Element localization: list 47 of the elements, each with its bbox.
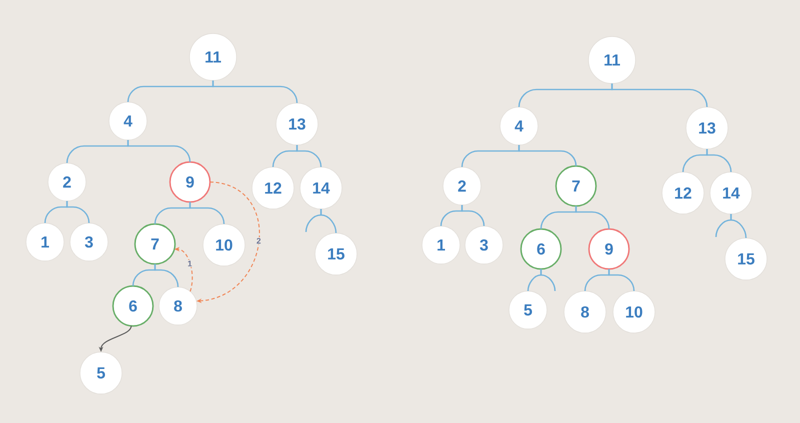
tree-branch	[611, 84, 708, 108]
tree-node: 9	[588, 228, 630, 270]
tree-node: 13	[276, 102, 318, 146]
tree-branch	[575, 206, 610, 230]
tree-node: 5	[508, 290, 548, 330]
tree-node: 12	[662, 172, 704, 214]
tree-node: 9	[169, 161, 211, 203]
tree-node: 1	[26, 222, 64, 262]
tree-branch	[706, 149, 732, 172]
tree-node: 10	[202, 224, 246, 266]
tree-branch	[320, 209, 337, 234]
tree-node: 2	[48, 162, 86, 202]
tree-branch	[189, 202, 225, 224]
tree-branch	[212, 80, 298, 104]
tree-node: 2	[442, 166, 482, 206]
tree-node: 13	[686, 106, 728, 150]
tree-node: 10	[612, 290, 656, 334]
tree-node: 3	[464, 226, 504, 264]
tree-node: 14	[710, 172, 752, 214]
edge-label: 2	[256, 237, 262, 244]
tree-branch	[461, 205, 485, 226]
tree-node: 14	[300, 166, 342, 210]
tree-node: 6	[112, 285, 154, 327]
tree-node: 12	[252, 166, 294, 210]
tree-node: 1	[422, 226, 460, 264]
tree-node: 3	[70, 222, 108, 262]
tree-node: 15	[314, 232, 358, 276]
tree-node: 7	[134, 223, 176, 265]
tree-branch	[608, 269, 635, 292]
tree-branch	[730, 214, 747, 238]
tree-branch	[154, 264, 179, 288]
tree-node: 8	[158, 286, 198, 326]
tree-branch	[518, 145, 577, 166]
edge-label: 1	[186, 260, 193, 268]
tree-node: 15	[724, 238, 768, 280]
tree-node: 4	[500, 106, 538, 146]
tree-branch	[540, 269, 556, 292]
tree-node: 5	[80, 352, 122, 394]
tree-node: 11	[189, 33, 237, 81]
tree-branch	[296, 145, 322, 168]
tree-node: 6	[520, 228, 562, 270]
tree-branch	[66, 201, 90, 224]
tree-branch	[127, 140, 191, 162]
tree-node: 8	[564, 290, 606, 334]
tree-node: 11	[588, 36, 636, 84]
tree-node: 7	[555, 165, 597, 207]
tree-node: 4	[108, 102, 148, 140]
